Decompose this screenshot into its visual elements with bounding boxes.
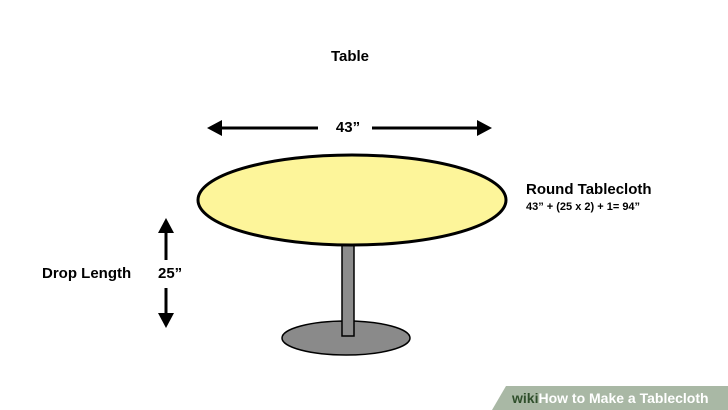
drop-length-title: Drop Length <box>42 265 132 282</box>
table-pedestal <box>341 239 355 337</box>
diagram-title: Table <box>330 48 370 65</box>
drop-length-value: 25” <box>158 265 183 282</box>
table-top <box>196 153 508 247</box>
watermark-text: wikiHow to Make a Tablecloth <box>512 390 709 406</box>
width-arrow <box>207 120 492 136</box>
watermark-banner: wikiHow to Make a Tablecloth <box>492 386 728 410</box>
drop-length-arrow <box>158 218 174 328</box>
watermark-brand: wiki <box>512 390 539 406</box>
watermark-title: How to Make a Tablecloth <box>538 390 709 406</box>
tablecloth-formula: 43” + (25 x 2) + 1= 94” <box>526 201 641 213</box>
table-width-label: 43” <box>335 119 361 136</box>
tablecloth-title: Round Tablecloth <box>526 181 652 198</box>
